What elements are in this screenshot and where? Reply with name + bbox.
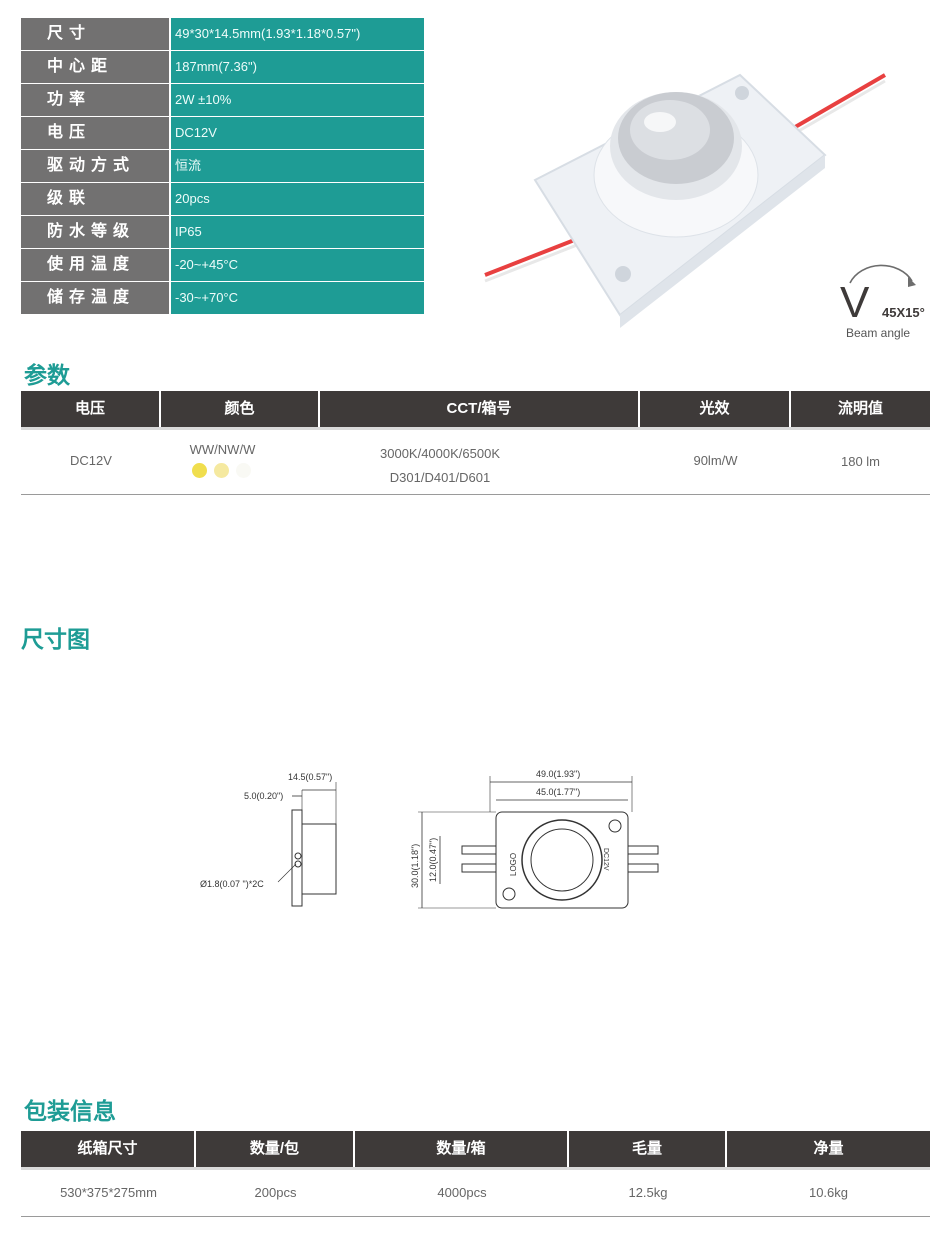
width-outer-label: 49.0(1.93") [536, 769, 580, 779]
height-outer-label: 30.0(1.18") [410, 844, 420, 888]
lens-label: 5.0(0.20") [244, 791, 283, 801]
params-color: WW/NW/W [189, 442, 256, 457]
width-inner-label: 45.0(1.77") [536, 787, 580, 797]
params-header-cell: 流明值 [837, 400, 883, 417]
spec-label: 电压 [21, 117, 169, 149]
logo-mark: LOGO [509, 853, 518, 876]
spec-row-operating-temp: 使用温度 -20~+45°C [21, 249, 424, 281]
spec-value: -30~+70°C [171, 282, 424, 314]
params-header: 电压 颜色 CCT/箱号 光效 流明值 [21, 391, 930, 427]
params-header-cell: 光效 [640, 391, 791, 427]
packing-qty-carton: 4000pcs [437, 1185, 487, 1200]
params-cct-cell: 3000K/4000K/6500K D301/D401/D601 [320, 430, 640, 494]
spec-label: 使用温度 [21, 249, 169, 281]
beam-angle-icon: V 45X15° Beam angle [840, 264, 925, 340]
packing-qty-bag: 200pcs [254, 1185, 297, 1200]
params-header-cell: CCT/箱号 [320, 391, 640, 427]
spec-label: 防水等级 [21, 216, 169, 248]
spec-row-size: 尺寸 49*30*14.5mm(1.93*1.18*0.57") [21, 18, 424, 50]
params-table: 电压 颜色 CCT/箱号 光效 流明值 DC12V WW/NW/W 3000K/… [21, 391, 930, 495]
packing-net-weight: 10.6kg [808, 1185, 849, 1200]
beam-caption: Beam angle [846, 326, 910, 340]
color-swatches [159, 463, 284, 478]
spec-value: 20pcs [171, 183, 424, 215]
spec-row-power: 功率 2W ±10% [21, 84, 424, 116]
dimensions-title: 尺寸图 [21, 626, 90, 652]
packing-table: 纸箱尺寸 数量/包 数量/箱 毛量 净量 530*375*275mm 200pc… [21, 1131, 930, 1217]
spec-row-center-distance: 中心距 187mm(7.36") [21, 51, 424, 83]
beam-symbol: V [840, 278, 870, 327]
packing-header: 纸箱尺寸 数量/包 数量/箱 毛量 净量 [21, 1131, 930, 1167]
params-header-cell: 颜色 [161, 391, 320, 427]
spec-row-drive: 驱动方式 恒流 [21, 150, 424, 182]
packing-header-cell: 净量 [813, 1140, 844, 1157]
led-module-image [484, 73, 887, 328]
spec-row-voltage: 电压 DC12V [21, 117, 424, 149]
depth-label: 14.5(0.57") [288, 772, 332, 782]
params-title: 参数 [24, 362, 70, 388]
spec-row-storage-temp: 储存温度 -30~+70°C [21, 282, 424, 314]
warm-white-swatch [192, 463, 207, 478]
spec-value: 2W ±10% [171, 84, 424, 116]
spec-value: IP65 [171, 216, 424, 248]
voltage-mark: DC12V [602, 848, 609, 871]
height-inner-label: 12.0(0.47") [428, 838, 438, 882]
packing-header-cell: 毛量 [569, 1131, 727, 1167]
params-lumen: 180 lm [840, 454, 881, 469]
spec-value: 187mm(7.36") [171, 51, 424, 83]
spec-row-waterproof: 防水等级 IP65 [21, 216, 424, 248]
white-swatch [236, 463, 251, 478]
packing-header-cell: 纸箱尺寸 [21, 1131, 196, 1167]
params-row: DC12V WW/NW/W 3000K/4000K/6500K D301/D40… [21, 427, 930, 495]
packing-header-cell: 数量/包 [196, 1131, 355, 1167]
params-color-cell: WW/NW/W [161, 430, 320, 494]
spec-value: 49*30*14.5mm(1.93*1.18*0.57") [171, 18, 424, 50]
spec-label: 功率 [21, 84, 169, 116]
params-header-cell: 电压 [21, 391, 161, 427]
params-cct: 3000K/4000K/6500K [380, 446, 500, 461]
dimension-drawing: 14.5(0.57") 5.0(0.20") Ø1.8(0.07 ")*2C 4… [200, 769, 659, 909]
spec-label: 中心距 [21, 51, 169, 83]
packing-header-cell: 数量/箱 [355, 1131, 569, 1167]
spec-label: 驱动方式 [21, 150, 169, 182]
beam-value: 45X15° [882, 305, 925, 320]
spec-row-cascade: 级联 20pcs [21, 183, 424, 215]
packing-title: 包装信息 [24, 1098, 116, 1124]
spec-table: 尺寸 49*30*14.5mm(1.93*1.18*0.57") 中心距 187… [21, 18, 424, 315]
neutral-white-swatch [214, 463, 229, 478]
packing-row: 530*375*275mm 200pcs 4000pcs 12.5kg 10.6… [21, 1167, 930, 1217]
packing-carton-size: 530*375*275mm [60, 1185, 157, 1200]
spec-label: 尺寸 [21, 18, 169, 50]
params-voltage: DC12V [70, 453, 112, 468]
spec-value: -20~+45°C [171, 249, 424, 281]
spec-value: 恒流 [171, 150, 424, 182]
spec-label: 级联 [21, 183, 169, 215]
packing-gross-weight: 12.5kg [628, 1185, 668, 1200]
params-bin: D301/D401/D601 [389, 470, 491, 485]
spec-value: DC12V [171, 117, 424, 149]
hole-label: Ø1.8(0.07 ")*2C [200, 879, 264, 889]
params-efficacy: 90lm/W [693, 453, 738, 468]
spec-label: 储存温度 [21, 282, 169, 314]
